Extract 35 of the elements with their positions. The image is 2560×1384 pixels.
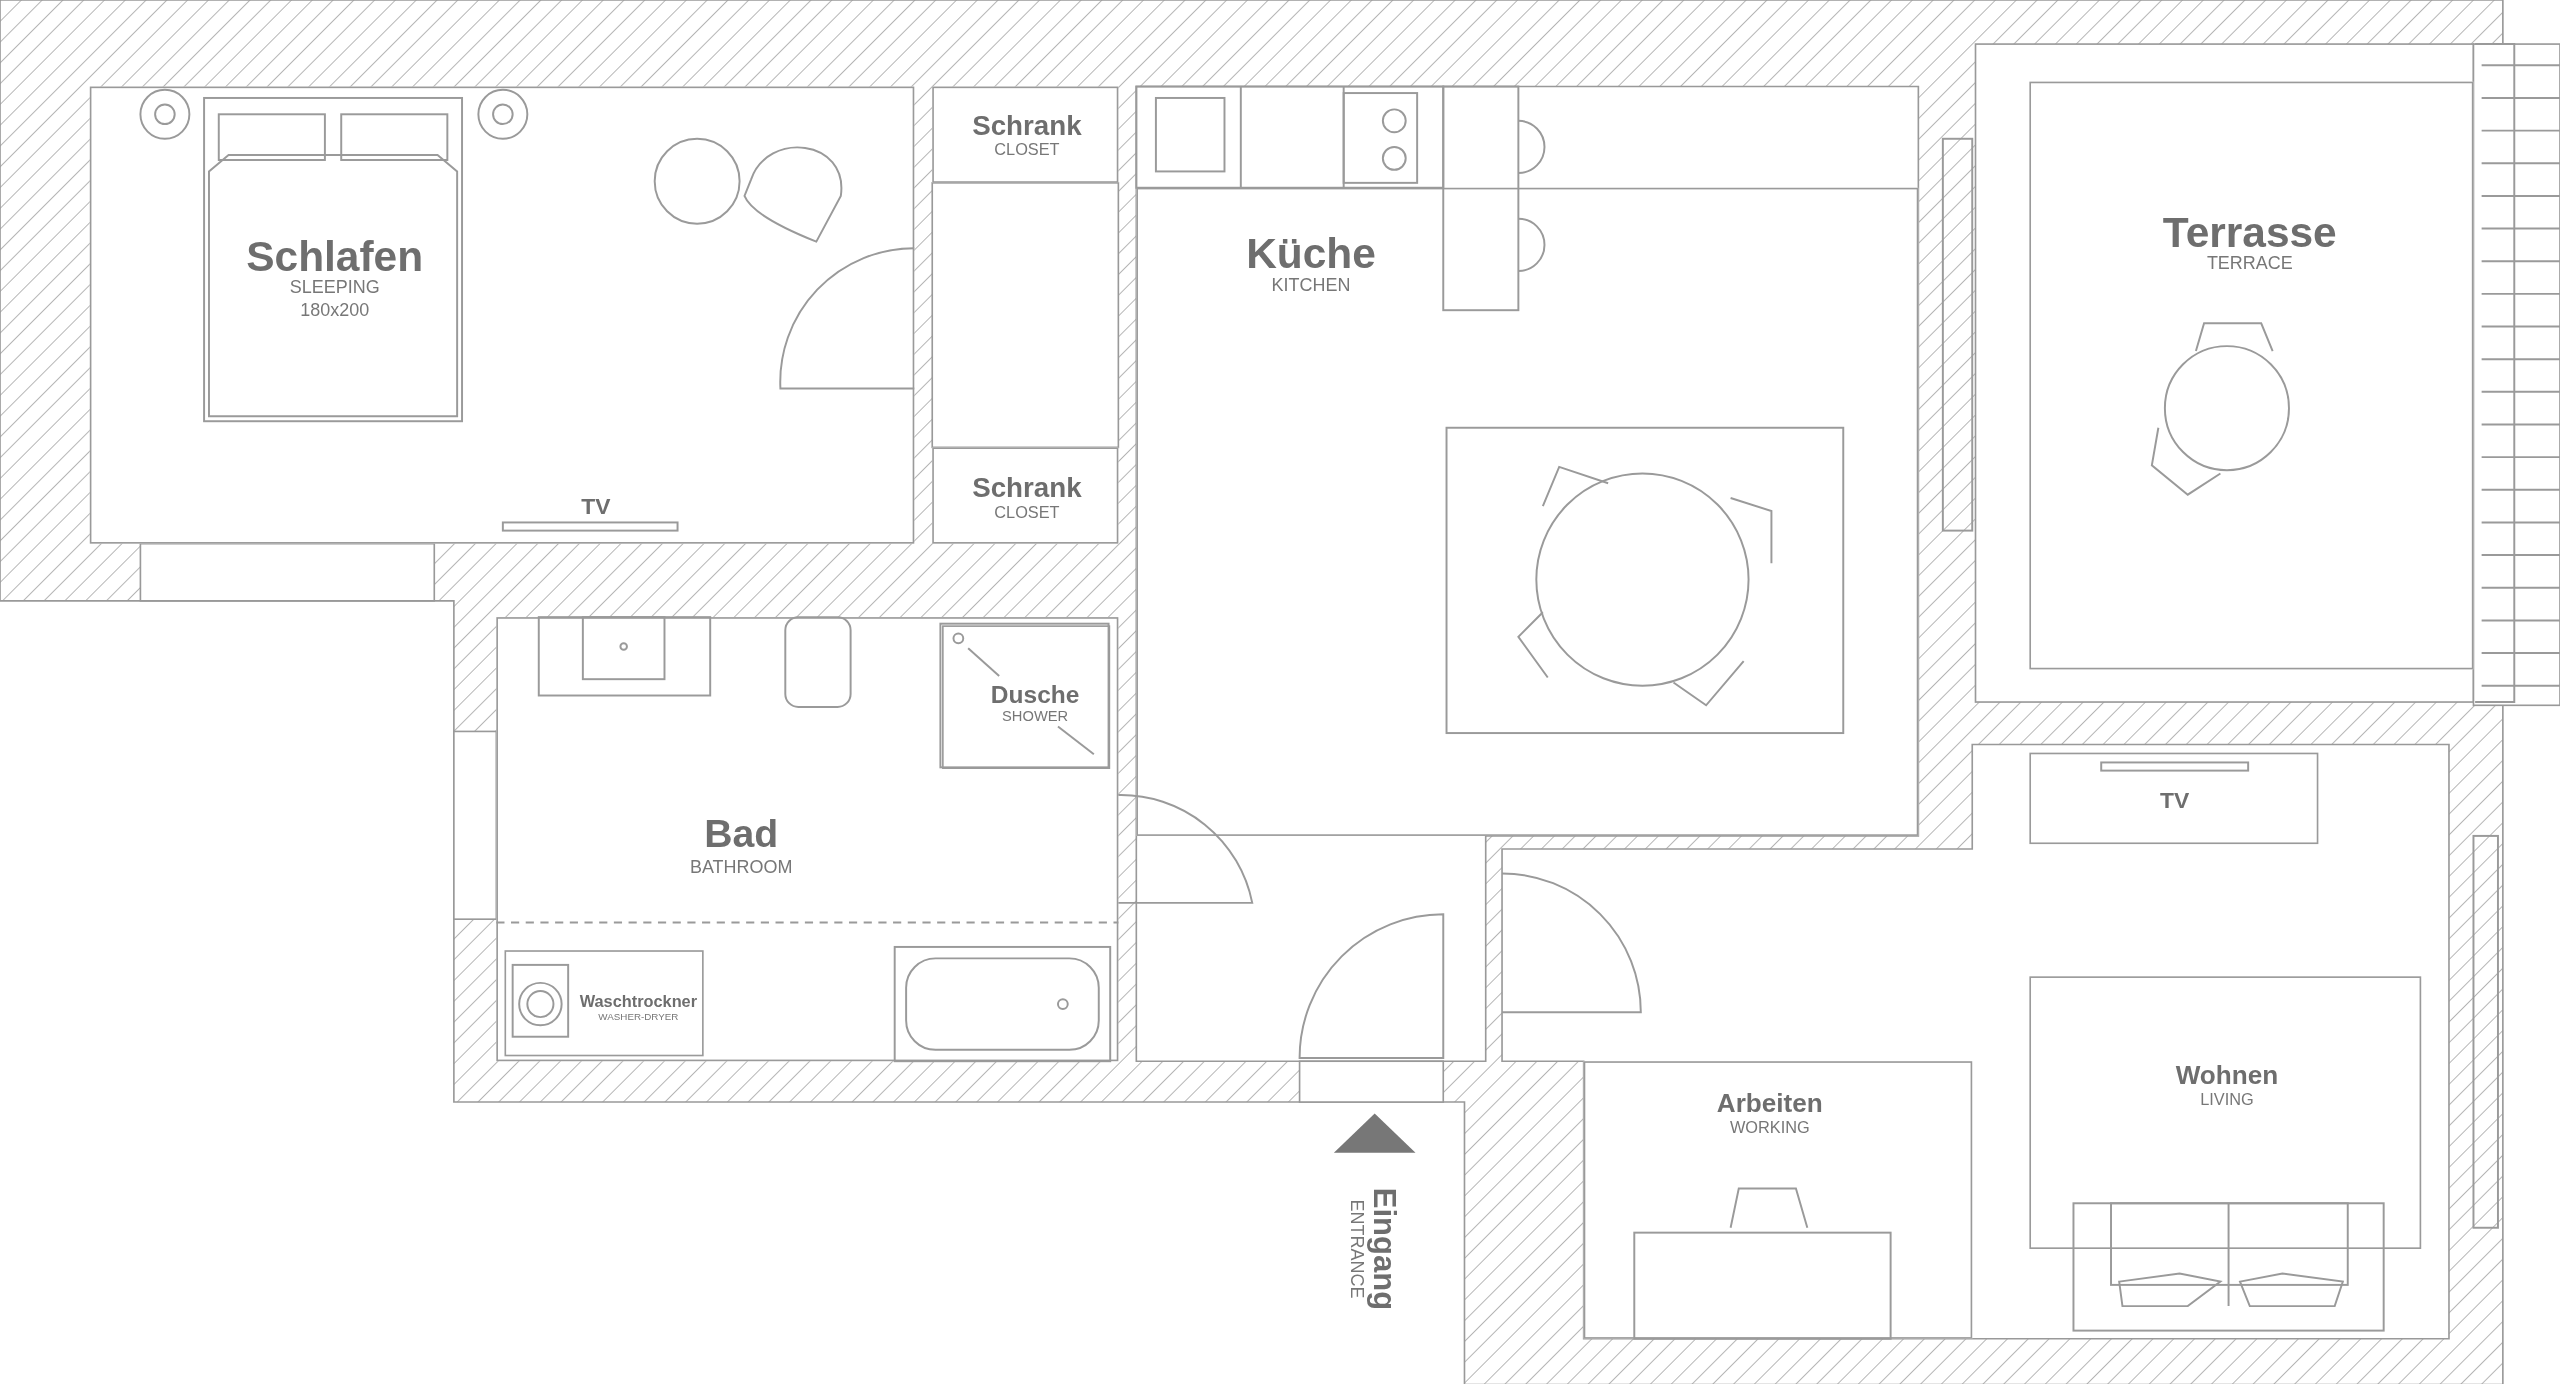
- room-subtitle: TERRACE: [2206, 253, 2293, 272]
- entrance-label: Eingang: [1369, 1187, 1400, 1311]
- room-subtitle: CLOSET: [994, 504, 1060, 521]
- bathroom-area: [496, 617, 1119, 1062]
- room-subtitle: LIVING: [2200, 1092, 2254, 1109]
- working-area: [1583, 1061, 1973, 1339]
- room-name: Bad: [704, 814, 779, 854]
- living-rug: [2029, 976, 2422, 1249]
- room-name: Schrank: [972, 111, 1082, 140]
- room-subtitle: SHOWER: [1002, 709, 1069, 725]
- appliance-subtitle: WASHER-DRYER: [598, 1012, 679, 1023]
- room-subtitle: CLOSET: [994, 142, 1060, 159]
- tv-label: TV: [2160, 788, 2190, 812]
- kitchen-area: [1136, 187, 1919, 836]
- entrance-subtitle: ENTRANCE: [1347, 1199, 1366, 1299]
- shower-tray: [942, 625, 1111, 769]
- room-name: Dusche: [990, 681, 1080, 707]
- room-name: Wohnen: [2175, 1062, 2279, 1089]
- room-subtitle: BATHROOM: [690, 857, 793, 876]
- room-name: Terrasse: [2162, 210, 2337, 254]
- room-subtitle: SLEEPING: [289, 278, 380, 297]
- appliance-name: Waschtrockner: [579, 994, 698, 1011]
- room-name: Schlafen: [246, 235, 424, 278]
- room-name: Schrank: [972, 474, 1082, 503]
- room-subtitle: KITCHEN: [1271, 276, 1351, 295]
- room-name: Arbeiten: [1716, 1090, 1823, 1117]
- room-subtitle: WORKING: [1729, 1120, 1810, 1137]
- washer-dryer: [504, 950, 704, 1057]
- tv-label: TV: [581, 494, 611, 518]
- closet: [932, 86, 1119, 183]
- tv-cabinet: [2029, 752, 2319, 845]
- closet: [932, 447, 1119, 544]
- room-name: Küche: [1246, 231, 1376, 275]
- bed-size: 180x200: [300, 301, 370, 320]
- bedroom-area: [89, 86, 915, 544]
